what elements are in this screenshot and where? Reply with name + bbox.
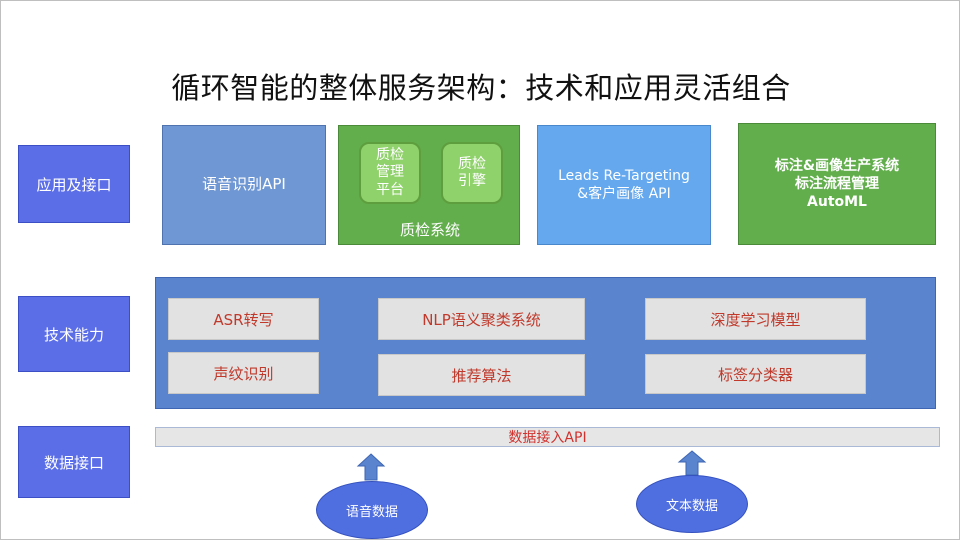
text-data-source: 文本数据: [636, 475, 748, 533]
up-arrow-icon: [677, 450, 707, 476]
page-title: 循环智能的整体服务架构：技术和应用灵活组合: [171, 71, 791, 105]
tech-nlp-box: NLP语义聚类系统: [378, 298, 585, 340]
qc-system-box: 质检 管理 平台 质检 引擎 质检系统: [338, 125, 520, 245]
leads-retargeting-box: Leads Re-Targeting &客户画像 API: [537, 125, 711, 245]
data-api-bar: 数据接入API: [155, 427, 940, 447]
tech-recommend-box: 推荐算法: [378, 354, 585, 396]
qc-engine-box: 质检 引擎: [441, 142, 503, 204]
qc-platform-box: 质检 管理 平台: [359, 142, 421, 204]
layer-label-tech: 技术能力: [18, 296, 130, 372]
qc-system-caption: 质检系统: [399, 220, 460, 239]
asr-api-box: 语音识别API: [162, 125, 326, 245]
tech-deep-learning-box: 深度学习模型: [645, 298, 866, 340]
up-arrow-icon: [356, 453, 386, 481]
tech-classifier-box: 标签分类器: [645, 354, 866, 394]
layer-label-data: 数据接口: [18, 426, 130, 498]
tech-asr-box: ASR转写: [168, 298, 319, 340]
label-production-box: 标注&画像生产系统 标注流程管理 AutoML: [738, 123, 936, 245]
layer-label-app: 应用及接口: [18, 145, 130, 223]
voice-data-source: 语音数据: [316, 481, 428, 539]
tech-voiceprint-box: 声纹识别: [168, 352, 319, 394]
